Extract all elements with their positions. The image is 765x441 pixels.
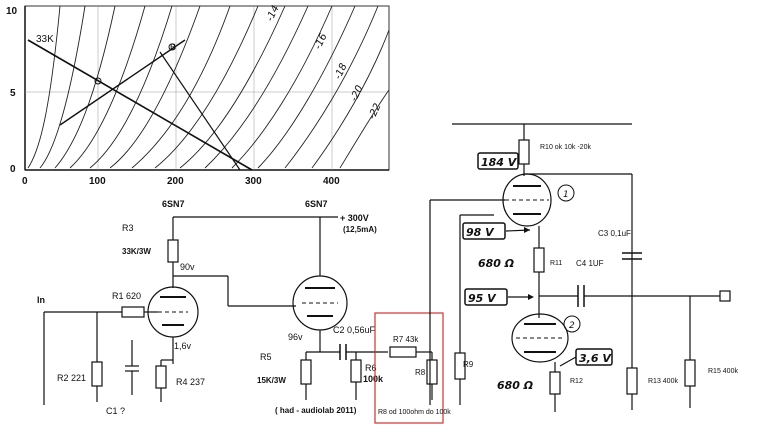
v184-label: 184 V	[481, 156, 518, 169]
x-tick-100: 100	[89, 176, 106, 187]
r4-label: R4 237	[176, 377, 205, 387]
r15-resistor	[684, 359, 696, 387]
r3-resistor	[167, 239, 179, 263]
r10-resistor	[518, 139, 530, 165]
supply-current-label: (12,5mA)	[343, 225, 377, 234]
y-tick-5: 5	[10, 88, 16, 99]
tube-b-badge	[563, 315, 581, 333]
r5-value: 15K/3W	[257, 376, 286, 385]
v98-box	[462, 222, 506, 240]
curve-label-22: -22	[367, 102, 384, 121]
r8-note: R8 od 100ohm do 100k	[378, 409, 451, 416]
x-tick-200: 200	[167, 176, 184, 187]
v184-box	[477, 152, 519, 170]
r5-resistor	[300, 359, 312, 385]
r3-value: 33K/3W	[122, 247, 151, 256]
r6-value: 100k	[363, 374, 384, 384]
r1-label: R1 620	[112, 291, 141, 301]
load-line-33k	[27, 39, 253, 171]
r680b-label: 680 Ω	[497, 379, 533, 392]
load-label-b: B	[170, 42, 176, 52]
tube-a-badge	[557, 184, 575, 202]
r6-label: R6	[365, 363, 377, 373]
load-line-b	[59, 39, 186, 126]
operating-point-a	[94, 77, 102, 85]
c3-label: C3 0,1uF	[598, 229, 631, 238]
input-label: In	[37, 295, 45, 305]
r13-label: R13 400k	[648, 378, 678, 385]
highlight-box	[374, 312, 444, 424]
right-schematic: R10 ok 10k -20k 184 V 1 R9 98 V 680 Ω R1…	[429, 123, 738, 412]
r6-resistor	[350, 359, 362, 383]
r2-resistor	[91, 361, 103, 387]
c4-label: C4 1UF	[576, 259, 604, 268]
r680a-label: 680 Ω	[478, 257, 514, 270]
y-tick-10: 10	[6, 6, 18, 17]
r11-label: R11	[550, 260, 562, 267]
r8-resistor	[426, 359, 438, 385]
r1-resistor	[121, 306, 145, 318]
tube-b-envelope	[511, 313, 569, 363]
r10-label: R10 ok 10k -20k	[540, 144, 591, 151]
v95-box	[464, 288, 508, 306]
y-tick-0: 0	[10, 164, 16, 175]
r13-resistor	[626, 367, 638, 395]
credit-text: ( had - audiolab 2011)	[275, 406, 357, 415]
graph-frame	[24, 5, 390, 171]
v95-label: 95 V	[468, 292, 497, 305]
r8-label: R8	[415, 368, 426, 377]
x-tick-0: 0	[22, 176, 28, 187]
v36-label: 3,6 V	[579, 352, 612, 365]
r12-resistor	[549, 371, 561, 395]
r4-resistor	[155, 365, 167, 389]
tube2-label: 6SN7	[305, 199, 328, 209]
r15-label: R15 400k	[708, 368, 738, 375]
r2-label: R2 221	[57, 373, 86, 383]
plate-curves	[27, 5, 390, 169]
r5-label: R5	[260, 352, 272, 362]
r7-resistor	[389, 346, 417, 358]
load-label-33k: 33K	[36, 34, 54, 45]
c1-label: C1 ?	[106, 406, 125, 416]
r9-label: R9	[463, 360, 474, 369]
supply-label: + 300V	[340, 213, 369, 223]
v-anode2: 96v	[288, 332, 303, 342]
tube-a-number: 1	[563, 190, 569, 200]
operating-point-b	[168, 43, 176, 51]
left-schematic: 6SN7 6SN7 + 300V (12,5mA) R3 33K/3W 90v …	[37, 199, 388, 416]
v-anode1: 90v	[180, 262, 195, 272]
r7-label: R7 43k	[393, 335, 419, 344]
tube1-label: 6SN7	[162, 199, 185, 209]
r7-r8-box: R7 43k R8 R8 od 100ohm do 100k	[374, 312, 451, 424]
c2-label: C2 0,56uF	[333, 325, 376, 335]
v98-label: 98 V	[466, 226, 495, 239]
r3-label: R3	[122, 223, 134, 233]
x-tick-400: 400	[323, 176, 340, 187]
r12-label: R12	[570, 378, 583, 385]
curve-label-16: -16	[313, 32, 330, 51]
x-tick-300: 300	[245, 176, 262, 187]
curve-label-18: -18	[333, 62, 350, 81]
plate-curve-graph: 10 5 0 0 100 200 300 400 33K B -14 -16 -…	[6, 4, 390, 187]
output-terminal	[719, 290, 731, 302]
r11-resistor	[533, 247, 545, 273]
curve-label-14: -14	[265, 4, 282, 23]
tube-b-number: 2	[569, 321, 575, 331]
v-cathode1: 1,6v	[174, 341, 192, 351]
